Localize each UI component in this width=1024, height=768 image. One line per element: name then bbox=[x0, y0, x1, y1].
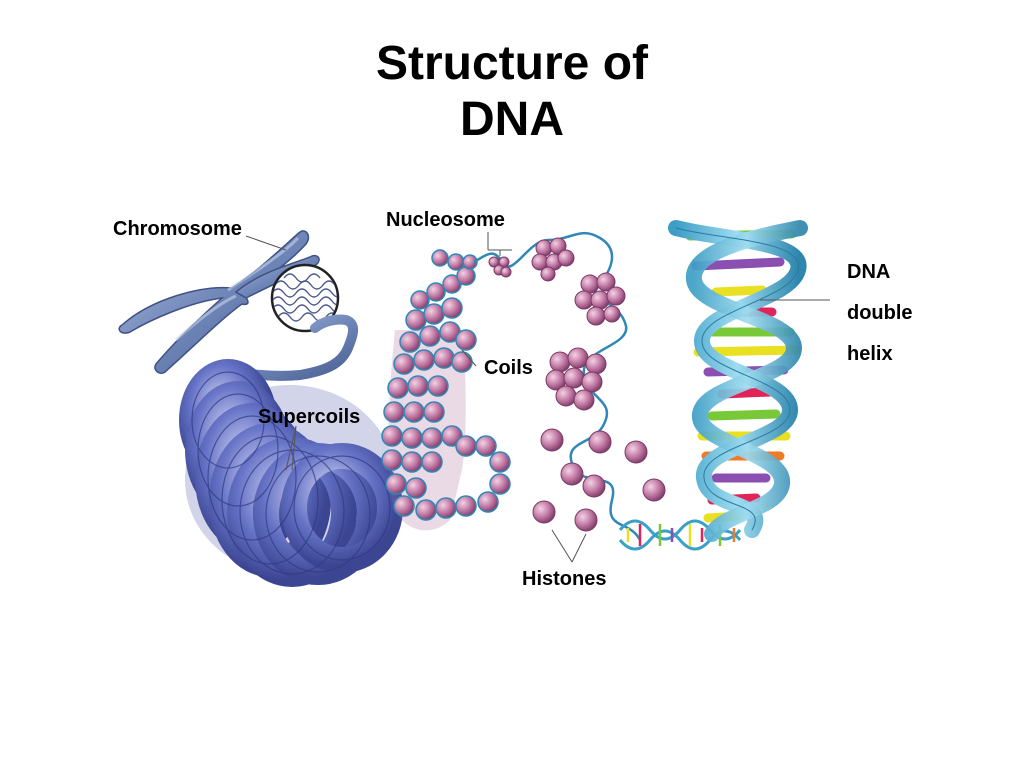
label-coils: Coils bbox=[484, 357, 533, 379]
label-histones: Histones bbox=[522, 568, 607, 590]
dna-double-helix bbox=[668, 220, 808, 542]
page-title: Structure of DNA bbox=[0, 36, 1024, 148]
chromatin-fiber bbox=[225, 314, 358, 381]
histones bbox=[532, 428, 666, 532]
supercoils bbox=[179, 359, 403, 587]
nucleosome-cluster bbox=[488, 237, 626, 411]
label-dna-line-2: double bbox=[847, 302, 913, 324]
label-dna-line-3: helix bbox=[847, 343, 893, 365]
magnified-chromatin bbox=[270, 263, 340, 333]
title-line-1: Structure of bbox=[375, 37, 648, 90]
coils bbox=[381, 249, 511, 531]
leader-lines bbox=[245, 232, 830, 563]
label-chromosome: Chromosome bbox=[113, 218, 242, 240]
label-supercoils: Supercoils bbox=[258, 406, 361, 428]
label-dna-line-1: DNA bbox=[847, 261, 891, 283]
label-nucleosome: Nucleosome bbox=[386, 209, 505, 231]
title-line-2: DNA bbox=[460, 93, 564, 146]
